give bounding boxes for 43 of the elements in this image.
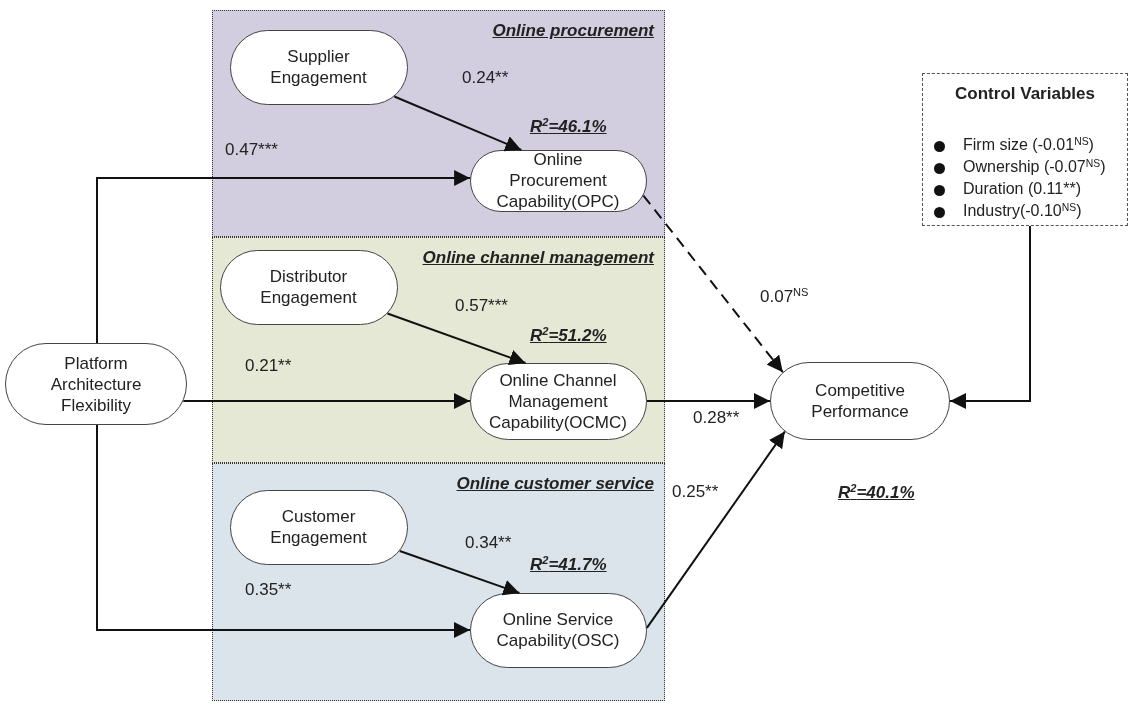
node-label: Online Service Capability(OSC) — [495, 609, 621, 651]
group-panel — [212, 463, 665, 701]
edge-label: 0.24** — [462, 68, 509, 88]
edge-label: 0.25** — [672, 482, 719, 502]
box-heading: Control Variables — [954, 84, 1096, 104]
edge-label: 0.47*** — [225, 140, 278, 160]
edge-label: 0.35** — [245, 580, 292, 600]
node-label: Customer Engagement — [269, 506, 368, 548]
edge-label: 0.21** — [245, 356, 292, 376]
r-squared-label: R$^{2}$=41.7% — [530, 555, 607, 575]
list-item: Industry(-0.10$^{NS}$) — [963, 202, 1082, 220]
group-panel — [212, 237, 665, 463]
arrow — [182, 393, 471, 409]
edge-label: 0.07$^{NS}$ — [760, 287, 809, 307]
edge-label: 0.57*** — [455, 296, 508, 316]
list-item: Duration (0.11**) — [963, 180, 1081, 198]
control-variables-box — [922, 73, 1128, 226]
node-label: Platform Architecture Flexibility — [49, 352, 143, 416]
arrow — [393, 95, 523, 152]
dashed-arrow — [642, 194, 784, 374]
node-label: Online Channel Management Capability(OCMC) — [488, 369, 628, 433]
group-heading: Online procurement — [492, 21, 654, 41]
r-squared-label: R$^{2}$=51.2% — [530, 326, 607, 346]
list-item: Firm size (-0.01$^{NS}$) — [963, 136, 1094, 154]
arrow — [96, 424, 471, 638]
arrow — [949, 225, 1031, 409]
arrow — [386, 312, 527, 366]
arrow — [645, 430, 786, 629]
group-panel — [212, 10, 665, 237]
node-label: Competitive Performance — [810, 380, 910, 422]
r-squared-label: R$^{2}$=46.1% — [530, 117, 607, 137]
node-label: Supplier Engagement — [269, 46, 368, 88]
arrow — [646, 393, 771, 409]
arrow — [96, 170, 472, 344]
node-label: Distributor Engagement — [259, 266, 358, 308]
arrow — [398, 550, 521, 596]
edge-label: 0.28** — [693, 408, 740, 428]
edge-label: 0.34** — [465, 533, 512, 553]
r-squared-label: R$^{2}$=40.1% — [838, 483, 915, 503]
list-item: Ownership (-0.07$^{NS}$) — [963, 158, 1106, 176]
node-label: Online Procurement Capability(OPC) — [495, 149, 621, 212]
group-heading: Online channel management — [422, 248, 654, 268]
group-heading: Online customer service — [456, 474, 654, 494]
